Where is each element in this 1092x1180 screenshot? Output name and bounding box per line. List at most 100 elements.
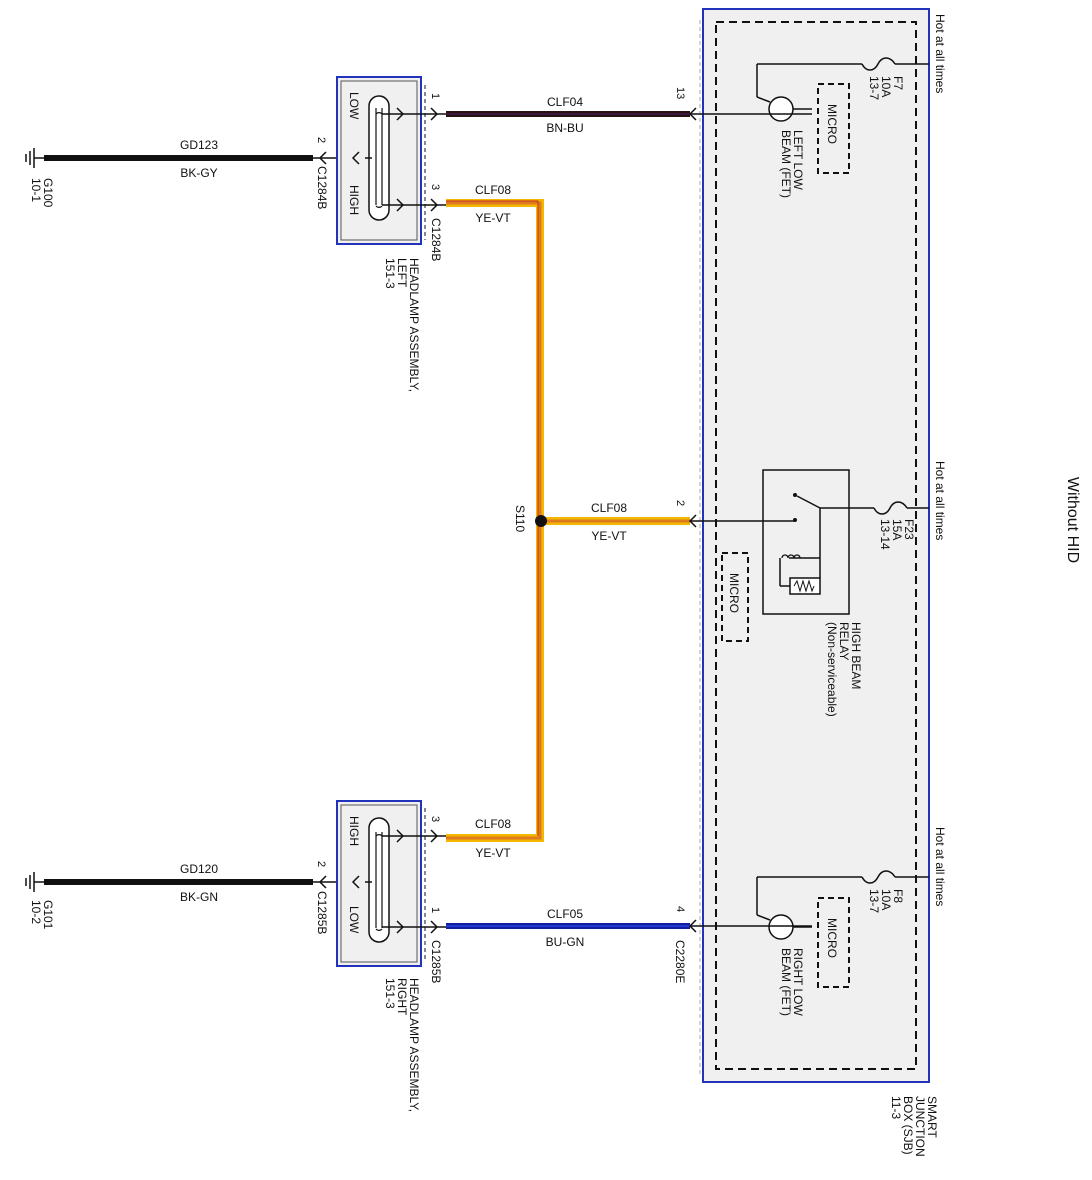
svg-text:BEAM (FET): BEAM (FET) [779,948,793,1016]
micro-box-f8 [817,897,850,988]
left-fet-symbol [768,96,794,122]
right-fet-label: RIGHT LOW BEAM (FET) [779,948,805,1016]
svg-text:F23: F23 [902,519,916,540]
high-beam-relay-box [762,469,850,615]
svg-text:15A: 15A [890,519,904,540]
headlamp-right-connector-a: C1285B [315,891,329,934]
wire-clf04 [446,20,812,1075]
wire-clf05-circuit: CLF05 [547,907,583,921]
pin-hl-right-2: 2 [315,861,327,867]
ground-g100-symbol [25,148,44,168]
svg-text:RIGHT: RIGHT [395,978,409,1016]
headlamp-left-connector-a: C1284B [315,166,329,209]
svg-text:HEADLAMP ASSEMBLY,: HEADLAMP ASSEMBLY, [407,258,421,392]
hot-label-f23: Hot at all times [933,461,947,540]
svg-text:LEFT LOW: LEFT LOW [791,130,805,190]
micro-label-f7: MICRO [825,104,839,144]
sjb-label-line-2: JUNCTION [913,1096,927,1157]
wire-clf08-bot-color: YE-VT [475,846,511,860]
fuse-f23-symbol [873,501,908,515]
pin-sjb-13: 13 [674,87,686,99]
right-fet-symbol [768,914,794,940]
wire-clf08-mid-circuit: CLF08 [591,501,627,515]
headlamp-left-low: LOW [347,92,361,120]
pin-hl-left-2: 2 [315,137,327,143]
pin-hl-left-3: 3 [429,184,441,190]
wire-clf04-color: BN-BU [546,121,583,135]
sjb-label-line-3: BOX (SJB) [901,1096,915,1155]
splice-s110-label: S110 [513,505,527,532]
sjb-inner-dashed [715,21,917,1070]
svg-text:151-3: 151-3 [383,258,397,289]
svg-text:10A: 10A [879,889,893,910]
ground-g101-label: G101 10-2 [29,900,55,930]
wire-gd120-circuit: GD120 [180,862,218,876]
headlamp-right-connector-b: C1285B [429,940,443,983]
fuse-f8-symbol [861,870,896,884]
fuse-f8-circuit [756,870,929,988]
wire-clf04-circuit: CLF04 [547,95,583,109]
hot-label-f7: Hot at all times [933,14,947,93]
svg-text:F7: F7 [891,76,905,90]
svg-text:G101: G101 [41,900,55,930]
sjb-outline [702,8,930,1083]
ground-g100-label: G100 10-1 [29,178,55,208]
svg-text:BEAM (FET): BEAM (FET) [779,130,793,198]
sjb-label-line-1: SMART [925,1096,939,1138]
headlamp-right-low: LOW [347,906,361,934]
svg-text:(Non-serviceable): (Non-serviceable) [825,622,839,717]
svg-text:F8: F8 [891,889,905,903]
left-fet-label: LEFT LOW BEAM (FET) [779,130,805,198]
svg-text:RELAY: RELAY [837,622,851,660]
wire-gd123-circuit: GD123 [180,138,218,152]
micro-box-f7 [817,83,850,174]
fuse-f7-symbol [861,57,896,71]
high-beam-relay-label: HIGH BEAM RELAY (Non-serviceable) [825,622,863,717]
svg-text:13-7: 13-7 [867,76,881,100]
headlamp-left-connector-b: C1284B [429,218,443,261]
headlamp-left [318,76,446,245]
wire-clf08-mid-color: YE-VT [591,529,627,543]
relay-switch [796,495,821,509]
fuse-f23-circuit [721,469,929,642]
wire-gd123-color: BK-GY [180,166,217,180]
wire-clf05-color: BU-GN [546,935,585,949]
sjb-pin-arrows [688,107,697,933]
svg-text:151-3: 151-3 [383,978,397,1009]
svg-text:LEFT: LEFT [395,258,409,288]
svg-text:G100: G100 [41,178,55,208]
pin-sjb-4: 4 [674,906,686,912]
smart-junction-box [702,8,930,1083]
headlamp-left-label: HEADLAMP ASSEMBLY, LEFT 151-3 [383,258,421,392]
splice-s110 [535,515,547,527]
svg-text:13-7: 13-7 [867,889,881,913]
page-title: Without HID [1064,477,1081,563]
svg-text:13-14: 13-14 [878,519,892,550]
fuse-f7-label: F7 10A 13-7 [867,76,905,100]
wire-clf08-bot-circuit: CLF08 [475,817,511,831]
pin-hl-left-1: 1 [429,93,441,99]
headlamp-left-high: HIGH [347,185,361,215]
svg-text:10-1: 10-1 [29,178,43,202]
svg-text:RIGHT LOW: RIGHT LOW [791,948,805,1016]
pin-sjb-2: 2 [674,500,686,506]
svg-text:10A: 10A [879,76,893,97]
pin-hl-right-1: 1 [429,907,441,913]
headlamp-right-bulb [368,817,390,943]
pin-hl-right-3: 3 [429,816,441,822]
hot-label-f8: Hot at all times [933,827,947,906]
headlamp-right-label: HEADLAMP ASSEMBLY, RIGHT 151-3 [383,978,421,1112]
svg-text:HEADLAMP ASSEMBLY,: HEADLAMP ASSEMBLY, [407,978,421,1112]
micro-label-f23: MICRO [727,573,741,613]
svg-text:HIGH BEAM: HIGH BEAM [849,622,863,689]
sjb-label: SMART JUNCTION BOX (SJB) 11-3 [889,1096,939,1157]
fuse-f7-circuit [756,57,929,174]
micro-box-f23 [721,552,749,642]
sjb-connector-label: C2280E [673,940,687,983]
fuse-f8-label: F8 10A 13-7 [867,889,905,913]
wire-gd120-color: BK-GN [180,890,218,904]
micro-label-f8: MICRO [825,918,839,958]
ground-g101-symbol [25,872,44,892]
fuse-f23-label: F23 15A 13-14 [878,519,916,550]
wire-clf08-top-color: YE-VT [475,211,511,225]
